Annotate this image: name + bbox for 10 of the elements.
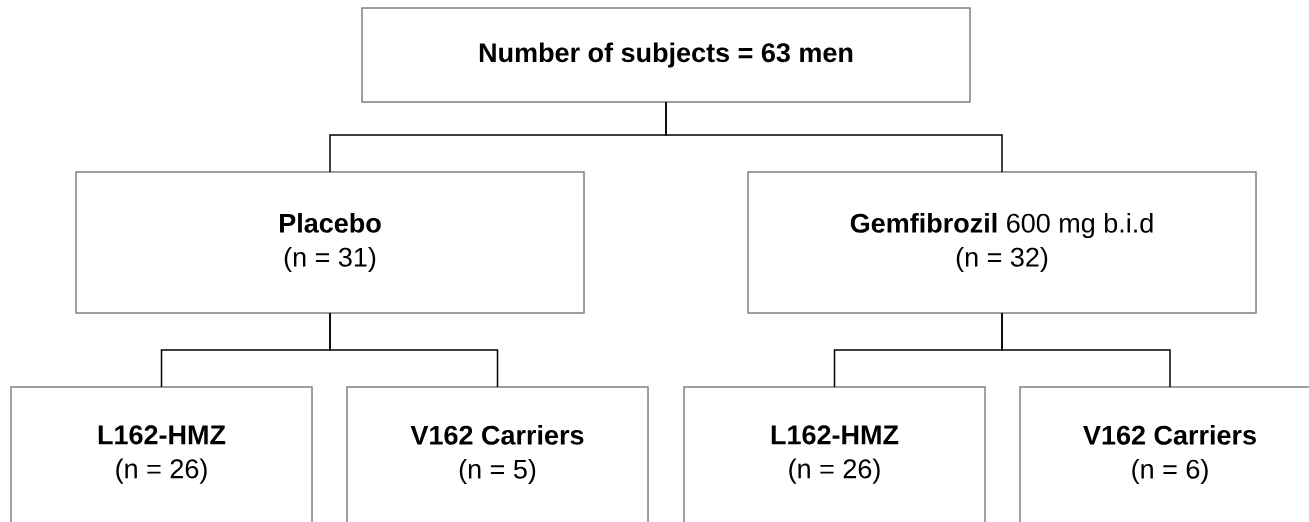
connector-line (329, 312, 499, 388)
connector-line (1001, 312, 1171, 388)
connector-line (665, 101, 1003, 173)
flow-box: Placebo (n = 31) (75, 171, 585, 314)
flow-box: V162 Carriers (n = 5) (346, 386, 649, 522)
flow-box: L162-HMZ (n = 26) (683, 386, 986, 522)
flow-box: V162 Carriers (n = 6) (1019, 386, 1309, 522)
flow-box: Number of subjects = 63 men (361, 7, 971, 103)
flow-box: Gemfibrozil 600 mg b.i.d (n = 32) (747, 171, 1257, 314)
flow-box: L162-HMZ (n = 26) (10, 386, 313, 522)
